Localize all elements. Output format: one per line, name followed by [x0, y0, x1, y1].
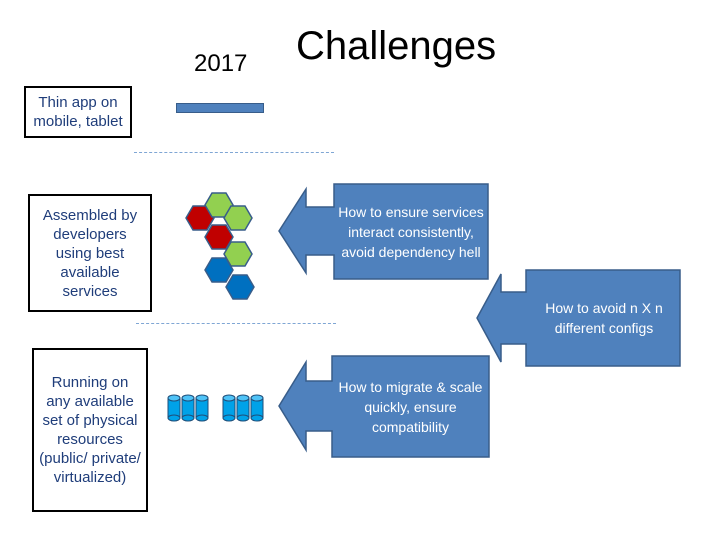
layer-label-services: Assembled by developers using best avail… [42, 206, 138, 300]
divider-bottom [136, 323, 336, 324]
layer-box-resources: Running on any available set of physical… [32, 348, 148, 512]
hexagon-red-1 [185, 205, 215, 231]
cylinder [167, 394, 181, 422]
callout-text-resources: How to migrate & scale quickly, ensure c… [338, 378, 483, 435]
callout-arrow-resources [278, 355, 490, 458]
callout-arrow-configs [476, 269, 681, 367]
thin-app-bar [176, 103, 264, 113]
cylinder [195, 394, 209, 422]
cylinder [222, 394, 236, 422]
layer-label-resources: Running on any available set of physical… [39, 374, 141, 486]
cylinder [250, 394, 264, 422]
cylinder [181, 394, 195, 422]
hexagon-blue-1 [204, 257, 234, 283]
server-cylinders-icon-2 [222, 394, 264, 422]
hexagon-blue-2 [225, 274, 255, 300]
callout-arrow-services [278, 183, 489, 280]
hexagon-green-1 [204, 192, 234, 218]
callout-text-configs: How to avoid n X n different configs [545, 300, 663, 336]
layer-box-app: Thin app on mobile, tablet [24, 86, 132, 138]
year-label: 2017 [194, 50, 248, 77]
server-cylinders-icon [167, 394, 209, 422]
layer-label-app: Thin app on mobile, tablet [33, 94, 123, 130]
divider-top [134, 152, 334, 153]
slide-title: Challenges [296, 24, 497, 68]
hexagon-green-2 [223, 205, 253, 231]
hexagon-cluster-icon [185, 192, 255, 300]
layer-box-services: Assembled by developers using best avail… [28, 194, 152, 312]
callout-text-services: How to ensure services interact consiste… [338, 203, 484, 260]
cylinder [236, 394, 250, 422]
hexagon-red-2 [204, 224, 234, 250]
